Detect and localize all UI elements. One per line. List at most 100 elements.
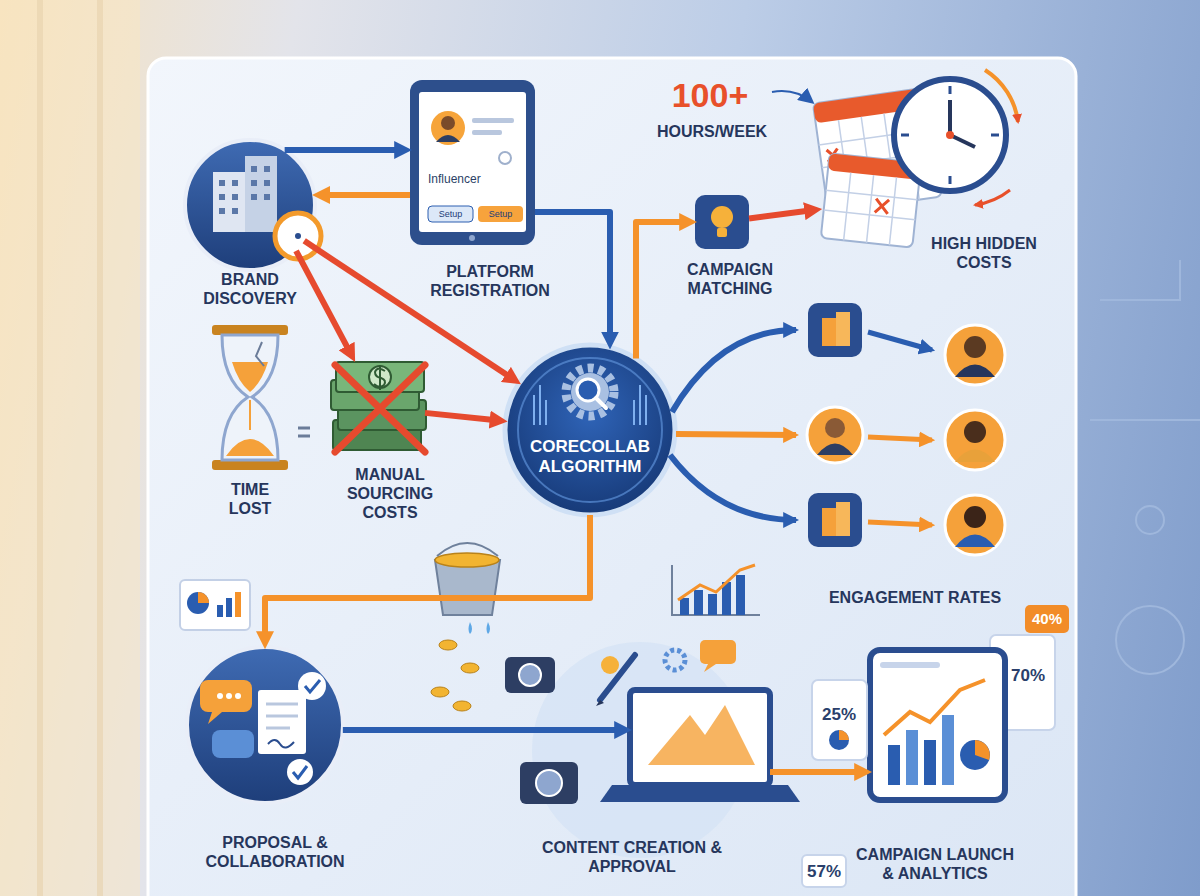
leaking-bucket: [431, 687, 449, 697]
engagement-chart: [694, 590, 703, 615]
tablet-icon: [410, 80, 535, 245]
proposal-icon: [287, 759, 313, 785]
flow-arrow: [636, 222, 681, 359]
calendar-clock: [949, 86, 952, 94]
proposal-icon: [235, 693, 241, 699]
node-label: ENGAGEMENT RATES: [785, 588, 1045, 607]
report-card: [235, 592, 241, 617]
brand-icon: [245, 156, 277, 232]
brand-icon: [232, 194, 238, 200]
analytics-screens: [942, 715, 954, 785]
algorithm-hub: [505, 345, 675, 515]
analytics-screens: [924, 740, 936, 785]
influencer-avatar: [955, 535, 995, 548]
brand-tile: [822, 508, 836, 536]
node-label: PROPOSAL & COLLABORATION: [175, 833, 375, 871]
tablet-icon: [419, 92, 526, 232]
brand-icon: [264, 194, 270, 200]
content-studio: [601, 656, 619, 674]
influencer-avatar: [807, 325, 1005, 555]
calendar-clock: [949, 176, 952, 184]
influencer-avatar: [825, 418, 845, 438]
node-detail: Setup: [428, 206, 473, 222]
brand-icon: [251, 180, 257, 186]
content-studio: [600, 785, 800, 802]
calendar-clock: [901, 134, 909, 137]
content-studio: [665, 650, 685, 670]
leaking-bucket: [431, 543, 500, 711]
calendar-clock: [991, 134, 999, 137]
node-detail: Influencer: [428, 172, 518, 186]
calendar-clock: [985, 70, 1018, 122]
calendar-clock: [844, 173, 851, 241]
proposal-icon: [293, 766, 307, 778]
leaking-bucket: [469, 622, 473, 634]
flow-arrow: [304, 241, 507, 375]
algorithm-hub: [596, 398, 606, 408]
match-branches: [868, 437, 932, 440]
tablet-icon: [469, 235, 475, 241]
proposal-icon: [266, 704, 298, 728]
tablet-stage: PLATFORM REGISTRATIONInfluencerSetupSetu…: [395, 78, 585, 308]
flow-arrow: [770, 769, 856, 775]
bulb-icon: [695, 195, 749, 249]
tablet-icon: [478, 206, 523, 222]
stage-circle: PROPOSAL & COLLABORATION: [165, 640, 385, 890]
content-studio: [700, 640, 736, 664]
brand-icon: [185, 140, 321, 270]
algorithm-circle: CORECOLLAB ALGORITHM: [505, 345, 675, 515]
calendar-clock: [946, 131, 954, 139]
icon-stage: CAMPAIGN MATCHING: [650, 193, 810, 300]
content-studio: [704, 664, 716, 672]
flow-arrow: [328, 192, 410, 198]
brand-icon: [251, 194, 257, 200]
report-card: [198, 592, 209, 603]
algorithm-hub: [566, 368, 614, 416]
proposal-icon: [187, 647, 343, 803]
engagement-chart: [736, 575, 745, 615]
match-branches: [868, 522, 932, 525]
node-detail: 57%: [802, 862, 846, 882]
background-deco: [1090, 260, 1200, 420]
content-studio: [596, 700, 604, 706]
bulb-icon: [717, 228, 727, 237]
proposal-icon: [200, 680, 252, 712]
flow-arrow: [296, 251, 347, 348]
brand-icon: [232, 208, 238, 214]
engagement-chart: [708, 594, 717, 615]
flow-arrow: [265, 515, 590, 633]
tablet-icon: [441, 116, 455, 130]
match-branches: [868, 332, 932, 350]
cost-cluster: HIGH HIDDEN COSTS: [805, 62, 1045, 290]
leaking-bucket: [435, 560, 500, 615]
node-detail: 40%: [1025, 608, 1069, 630]
proposal-icon: [266, 727, 290, 730]
analytics-screens: [802, 855, 846, 887]
brand-icon: [213, 172, 245, 232]
proposal-icon: [226, 693, 232, 699]
proposal-icon: [305, 680, 320, 692]
money-stage: MANUAL SOURCING COSTS: [315, 350, 465, 565]
leaking-bucket: [439, 640, 457, 650]
influencer-avatar: [945, 495, 1005, 555]
algorithm-hub: [571, 373, 609, 411]
tablet-icon: [428, 206, 473, 222]
calendar-clock: [889, 178, 896, 246]
analytics-screens: [888, 745, 900, 785]
brand-tile: [808, 493, 862, 547]
analytics-screens: [906, 730, 918, 785]
engagement-chart: [672, 565, 760, 615]
brand-icon: [219, 166, 270, 214]
money-stack: [374, 365, 385, 390]
hourglass-stage: TIME LOST: [195, 320, 305, 525]
hourglass: [298, 428, 310, 436]
content-studio: [519, 664, 541, 686]
flow-arrow: [285, 147, 396, 153]
report-card: [187, 592, 209, 614]
bulb-icon: [711, 206, 733, 228]
influencer-avatar: [945, 325, 1005, 385]
brand-icon: [251, 166, 257, 172]
influencer-avatar: [964, 336, 986, 358]
brand-icon: [232, 180, 238, 186]
analytics-screens: [1025, 605, 1069, 633]
